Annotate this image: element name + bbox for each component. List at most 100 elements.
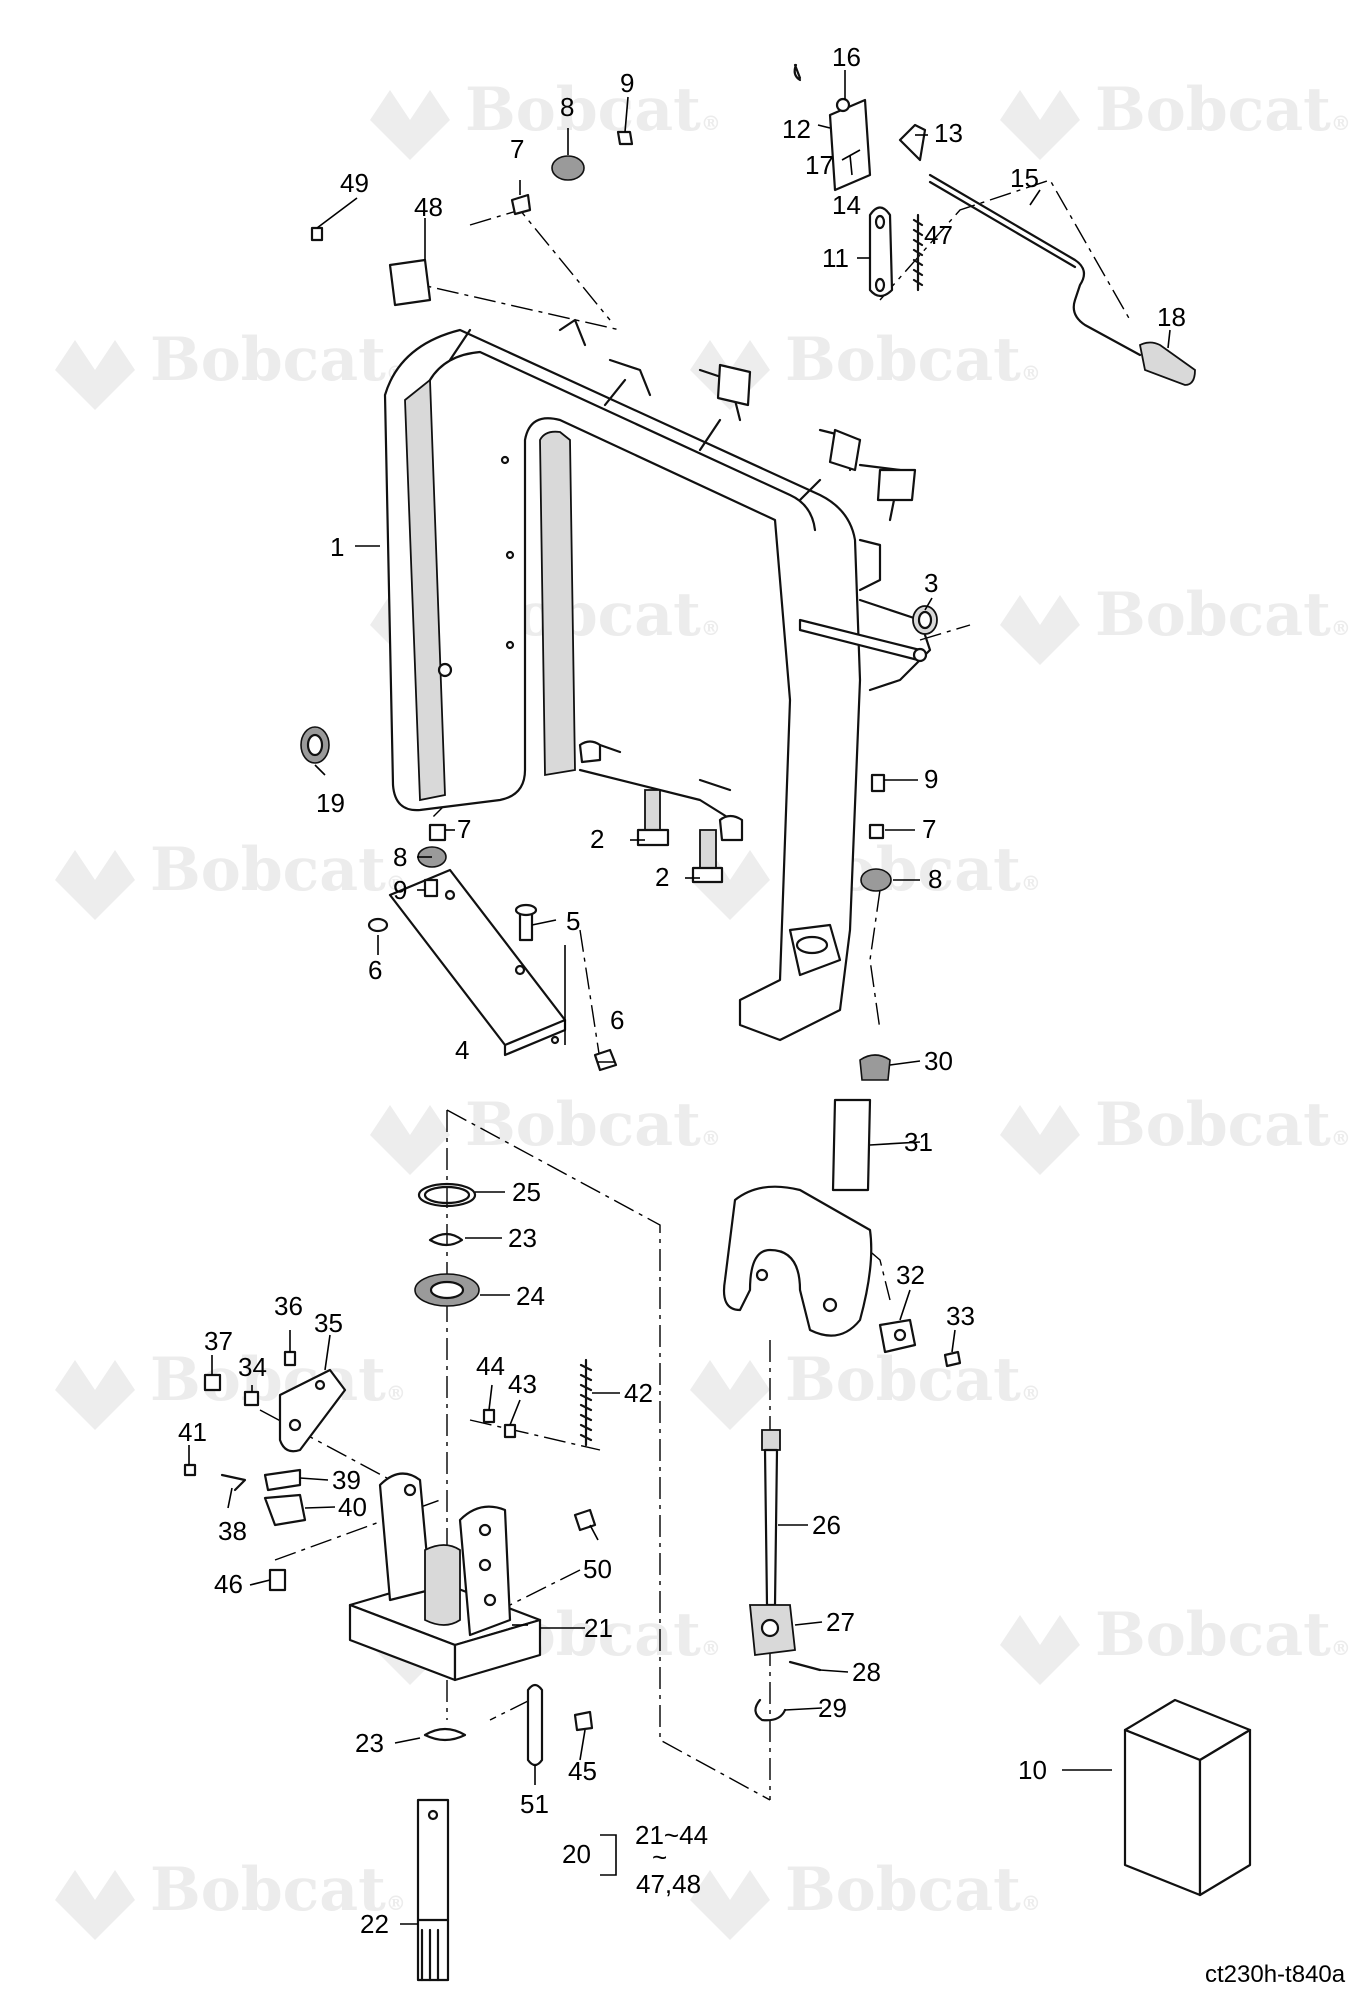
- part-40-bracket: [263, 1493, 307, 1527]
- part-42-spring: [579, 1358, 593, 1447]
- callout-37: 37: [204, 1326, 233, 1356]
- part-4-plate: [388, 868, 567, 1057]
- part-26-shaft: [761, 1429, 781, 1607]
- watermark-text: Bobcat®: [150, 1345, 406, 1415]
- callout-7: 7: [922, 814, 936, 844]
- watermark: Bobcat®: [690, 325, 1041, 410]
- callout-16: 16: [832, 42, 861, 72]
- part-39-link: [263, 1468, 302, 1492]
- part-5-bolt: [514, 903, 538, 942]
- part-21-pedestal-base: [348, 1472, 542, 1682]
- part-18-knob: [1138, 341, 1196, 386]
- callout-38: 38: [218, 1516, 247, 1546]
- callout-25: 25: [512, 1177, 541, 1207]
- part-1-frame: [383, 318, 932, 1042]
- watermark-text: Bobcat®: [785, 325, 1041, 395]
- part-48-bracket: [388, 258, 432, 307]
- callout-43: 43: [508, 1369, 537, 1399]
- watermark: Bobcat®: [55, 835, 406, 920]
- callout-10: 10: [1018, 1755, 1047, 1785]
- part-15-rod: [928, 173, 1142, 357]
- callout-23: 23: [355, 1728, 384, 1758]
- callout-42: 42: [624, 1378, 653, 1408]
- callout-44: 44: [476, 1351, 505, 1381]
- watermark: Bobcat®: [55, 1345, 406, 1430]
- callout-13: 13: [934, 118, 963, 148]
- group-note-range-top: 21~44: [635, 1820, 708, 1850]
- callout-5: 5: [566, 906, 580, 936]
- callout-50: 50: [583, 1554, 612, 1584]
- callout-labels: 1 2 2 3 4 5 6 6 7 7 7 8 8 8 9 9 9 10 11 …: [178, 42, 1186, 1939]
- callout-47: 47: [924, 220, 953, 250]
- watermark: Bobcat®: [1000, 75, 1351, 160]
- watermark-text: Bobcat®: [1095, 580, 1351, 650]
- part-29-clip: [754, 1698, 787, 1722]
- callout-41: 41: [178, 1417, 207, 1447]
- watermark: Bobcat®: [55, 325, 406, 410]
- part-12-pin: [793, 63, 802, 82]
- callout-3: 3: [924, 568, 938, 598]
- callout-22: 22: [360, 1909, 389, 1939]
- callout-30: 30: [924, 1046, 953, 1076]
- watermark-text: Bobcat®: [465, 75, 721, 145]
- part-9-bolt: [423, 130, 886, 898]
- callout-8: 8: [393, 842, 407, 872]
- callout-1: 1: [330, 532, 344, 562]
- part-35-lever-plate: [278, 1368, 347, 1453]
- watermark: Bobcat®: [690, 1855, 1041, 1940]
- watermark: Bobcat®: [1000, 1600, 1351, 1685]
- callout-9: 9: [393, 875, 407, 905]
- watermark: Bobcat®: [370, 75, 721, 160]
- part-41-bolt: [183, 1463, 197, 1477]
- callout-2: 2: [590, 824, 604, 854]
- part-10-kit-box: [1123, 1698, 1252, 1897]
- callout-35: 35: [314, 1308, 343, 1338]
- callout-9: 9: [620, 68, 634, 98]
- part-16-bracket: [828, 97, 872, 192]
- callout-29: 29: [818, 1693, 847, 1723]
- part-36-bolt: [283, 1350, 297, 1367]
- watermark: Bobcat®: [1000, 580, 1351, 665]
- part-27-universal-joint: [749, 1604, 796, 1657]
- watermark: Bobcat®: [1000, 1090, 1351, 1175]
- part-19-grommet: [300, 726, 330, 764]
- group-note-label: 20: [562, 1839, 591, 1869]
- callout-18: 18: [1157, 302, 1186, 332]
- part-49-bolt: [310, 226, 324, 242]
- callout-9: 9: [924, 764, 938, 794]
- callout-2: 2: [655, 862, 669, 892]
- callout-26: 26: [812, 1510, 841, 1540]
- callout-32: 32: [896, 1260, 925, 1290]
- part-23-snap-ring: [423, 1232, 467, 1742]
- part-43-bolt: [503, 1423, 517, 1439]
- callout-12: 12: [782, 114, 811, 144]
- group-note-range-bottom: 47,48: [636, 1869, 701, 1899]
- part-7-bushing: [428, 193, 885, 842]
- part-46-bolt: [268, 1568, 287, 1592]
- callout-6: 6: [368, 955, 382, 985]
- part-32-clip: [878, 1318, 917, 1354]
- watermark-text: Bobcat®: [1095, 75, 1351, 145]
- part-33-bolt: [943, 1350, 962, 1368]
- group-note-range-sep: ~: [652, 1842, 667, 1872]
- watermark: Bobcat®: [55, 1855, 406, 1940]
- callout-6: 6: [610, 1005, 624, 1035]
- part-28-pin: [788, 1660, 822, 1672]
- callout-7: 7: [510, 134, 524, 164]
- callout-34: 34: [238, 1352, 267, 1382]
- part-25-snap-ring: [417, 1182, 477, 1208]
- callout-33: 33: [946, 1301, 975, 1331]
- part-34-pin: [243, 1390, 260, 1407]
- callout-36: 36: [274, 1291, 303, 1321]
- callout-46: 46: [214, 1569, 243, 1599]
- watermark-text: Bobcat®: [785, 1345, 1041, 1415]
- watermark: Bobcat®: [370, 1090, 721, 1175]
- callout-15: 15: [1010, 163, 1039, 193]
- part-31-fork-bracket: [722, 1098, 873, 1337]
- watermark: Bobcat®: [690, 1345, 1041, 1430]
- callout-27: 27: [826, 1607, 855, 1637]
- part-37-bolt: [203, 1373, 222, 1392]
- part-38-clip: [220, 1473, 247, 1492]
- part-22-spline-shaft: [416, 1798, 450, 1982]
